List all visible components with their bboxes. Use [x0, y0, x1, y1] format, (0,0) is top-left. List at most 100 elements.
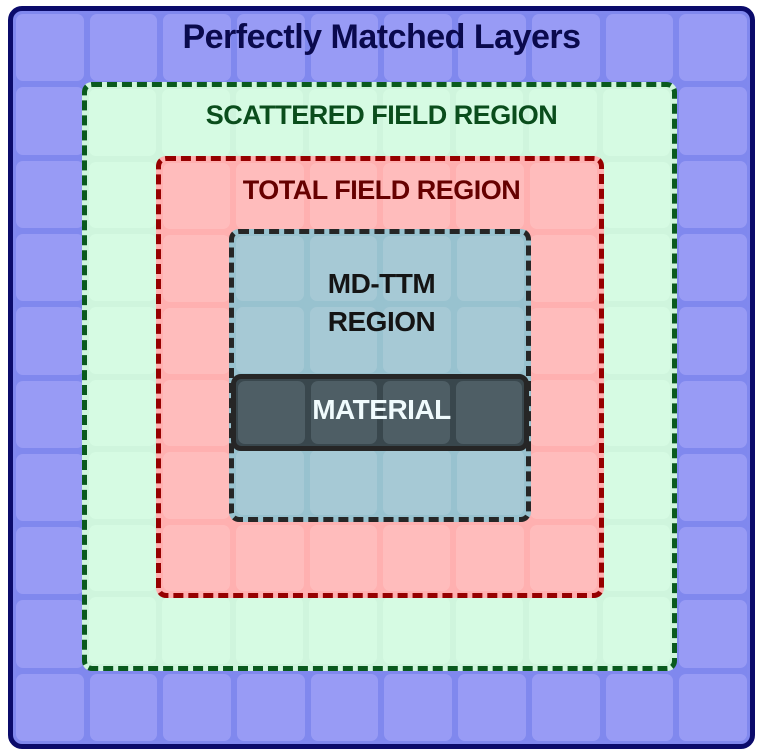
grid-cell	[16, 160, 84, 228]
grid-cell	[309, 89, 377, 156]
grid-cell	[384, 673, 453, 741]
grid-cell	[309, 597, 377, 664]
grid-cell	[383, 381, 450, 444]
grid-cell	[602, 161, 670, 229]
grid-cell	[455, 597, 524, 664]
md-ttm-label: MD-TTM REGION	[0, 265, 763, 341]
grid-cell	[163, 307, 231, 374]
grid-cell	[162, 89, 230, 156]
grid-cell	[602, 234, 670, 301]
grid-cell	[679, 600, 747, 668]
grid-cell	[89, 14, 158, 82]
grid-cell	[89, 234, 157, 301]
material-region	[231, 374, 529, 451]
grid-cell	[456, 163, 524, 230]
grid-cell	[383, 163, 451, 230]
grid-cell	[238, 381, 305, 444]
grid-cell	[89, 306, 157, 374]
grid-cell	[89, 161, 157, 229]
grid-cell	[383, 236, 451, 302]
grid-cell	[16, 14, 84, 82]
grid-cell	[236, 236, 304, 302]
grid-cell	[16, 233, 84, 302]
grid-cell	[236, 163, 304, 230]
scattered-field-label: SCATTERED FIELD REGION	[205, 100, 558, 130]
grid-cell	[309, 307, 377, 373]
material-grid	[236, 379, 524, 446]
grid-cell	[163, 524, 231, 591]
grid-cell	[602, 452, 670, 519]
grid-cell	[163, 235, 231, 302]
grid-cell	[89, 89, 157, 156]
grid-cell	[16, 380, 84, 448]
grid-cell	[383, 307, 451, 373]
grid-cell	[679, 673, 747, 741]
grid-cell	[531, 673, 600, 741]
total-field-label: TOTAL FIELD REGION	[242, 175, 521, 205]
grid-cell	[235, 89, 304, 156]
grid-cell	[89, 379, 157, 447]
grid-cell	[679, 307, 747, 375]
grid-cell	[455, 89, 524, 156]
grid-cell	[602, 89, 670, 156]
grid-cell	[602, 379, 670, 447]
grid-cell	[529, 307, 597, 374]
grid-cell	[16, 673, 84, 741]
grid-cell	[16, 87, 84, 155]
grid-cell	[309, 449, 377, 515]
grid-cell	[16, 307, 84, 375]
grid-cell	[679, 527, 747, 595]
grid-cell	[679, 160, 747, 228]
grid-cell	[529, 524, 597, 591]
grid-cell	[309, 163, 377, 230]
grid-cell	[236, 449, 304, 515]
grid-cell	[89, 452, 157, 519]
grid-cell	[605, 673, 674, 741]
grid-cell	[679, 380, 747, 448]
grid-cell	[236, 524, 304, 591]
grid-cell	[458, 673, 526, 741]
grid-cell	[456, 236, 524, 302]
grid-cell	[89, 673, 158, 741]
grid-cell	[679, 453, 747, 522]
grid-cell	[16, 527, 84, 595]
grid-cell	[383, 449, 451, 515]
grid-cell	[456, 524, 524, 591]
grid-cell	[531, 14, 600, 82]
grid-cell	[310, 14, 379, 82]
grid-cell	[456, 307, 524, 373]
grid-cell	[679, 87, 747, 155]
grid-cell	[309, 236, 377, 302]
grid-cell	[163, 14, 232, 82]
grid-cell	[679, 14, 747, 82]
grid-cell	[456, 449, 524, 515]
grid-cell	[89, 524, 157, 592]
grid-cell	[602, 306, 670, 374]
grid-cell	[602, 524, 670, 592]
pml-label: Perfectly Matched Layers	[182, 18, 581, 56]
grid-cell	[529, 452, 597, 519]
grid-cell	[236, 307, 304, 373]
grid-cell	[16, 600, 84, 668]
grid-cell	[163, 673, 232, 741]
grid-cell	[458, 14, 526, 82]
grid-cell	[679, 233, 747, 302]
grid-cell	[237, 673, 305, 741]
grid-cell	[605, 14, 674, 82]
grid-cell	[384, 14, 453, 82]
grid-cell	[310, 673, 379, 741]
grid-cell	[162, 597, 230, 664]
grid-cell	[602, 597, 670, 664]
grid-cell	[89, 597, 157, 664]
md-ttm-label-line2: REGION	[327, 306, 436, 337]
grid-cell	[163, 452, 231, 519]
grid-cell	[529, 597, 597, 664]
grid-cell	[310, 381, 377, 444]
md-ttm-label-line1: MD-TTM	[327, 268, 436, 299]
grid-cell	[529, 380, 597, 447]
grid-cell	[309, 524, 377, 591]
grid-cell	[235, 597, 304, 664]
grid-cell	[16, 453, 84, 522]
grid-cell	[529, 163, 597, 230]
grid-cell	[529, 235, 597, 302]
